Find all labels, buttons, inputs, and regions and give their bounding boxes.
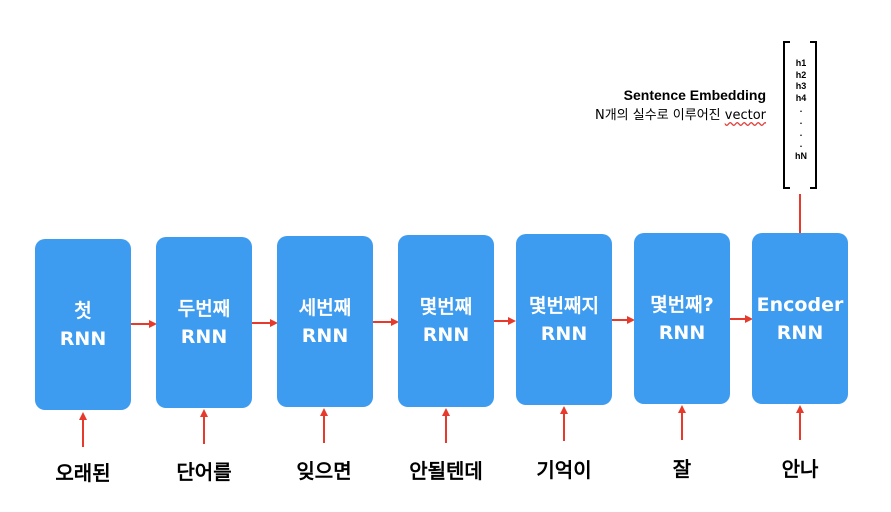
vector-item: . [799, 115, 803, 126]
embedding-subtitle-text: N개의 실수로 이루어진 [595, 108, 725, 123]
rnn-cell-6: 몇번째? RNN [634, 233, 730, 404]
rnn-cell-type: RNN [422, 324, 470, 346]
rnn-cell-2: 두번째 RNN [156, 237, 252, 408]
rnn-cell-label: 두번째 [177, 297, 231, 320]
input-word-6: 잘 [672, 457, 692, 481]
input-word-7: 안나 [781, 457, 819, 481]
input-word-2: 단어를 [176, 460, 232, 484]
embedding-subtitle-vector: vector [724, 108, 766, 123]
rnn-cell-label: 몇번째? [650, 293, 714, 316]
embedding-subtitle: N개의 실수로 이루어진 vector [520, 104, 766, 123]
input-word-1: 오래된 [55, 461, 111, 485]
rnn-cell-label: 세번째 [298, 296, 352, 319]
vector-right-bracket [810, 41, 817, 189]
rnn-cell-type: RNN [658, 321, 706, 344]
vector-item: h3 [795, 81, 807, 92]
vector-left-bracket [783, 41, 790, 189]
input-word-5: 기억이 [536, 458, 592, 482]
rnn-cell-4: 몇번째 RNN [398, 235, 494, 407]
input-word-4: 안될텐데 [409, 459, 483, 483]
vector-item: hN [795, 150, 807, 161]
rnn-cell-label: 몇번째지 [529, 294, 599, 317]
rnn-cell-type: RNN [540, 322, 588, 345]
rnn-cell-label: 첫 [74, 299, 92, 322]
rnn-cell-type: RNN [180, 325, 228, 348]
rnn-cell-label: Encoder [756, 293, 844, 316]
rnn-cell-type: RNN [776, 321, 824, 344]
embedding-vector: h1 h2 h3 h4 . . . . hN [785, 58, 817, 162]
embedding-title: Sentence Embedding [623, 87, 766, 103]
vector-item: h4 [795, 92, 807, 103]
rnn-cell-type: RNN [59, 327, 107, 350]
input-word-3: 잊으면 [296, 459, 352, 483]
vector-item: . [799, 104, 803, 115]
vector-item: h2 [795, 69, 807, 80]
encoder-rnn-cell: Encoder RNN [752, 233, 848, 404]
vector-item: h1 [795, 58, 807, 68]
rnn-cell-type: RNN [301, 324, 349, 347]
rnn-cell-1: 첫 RNN [35, 239, 131, 410]
rnn-cell-3: 세번째 RNN [277, 236, 373, 407]
vector-item: . [799, 139, 803, 150]
rnn-cell-label: 몇번째 [419, 296, 473, 318]
vector-item: . [799, 127, 803, 138]
rnn-cell-5: 몇번째지 RNN [516, 234, 612, 405]
